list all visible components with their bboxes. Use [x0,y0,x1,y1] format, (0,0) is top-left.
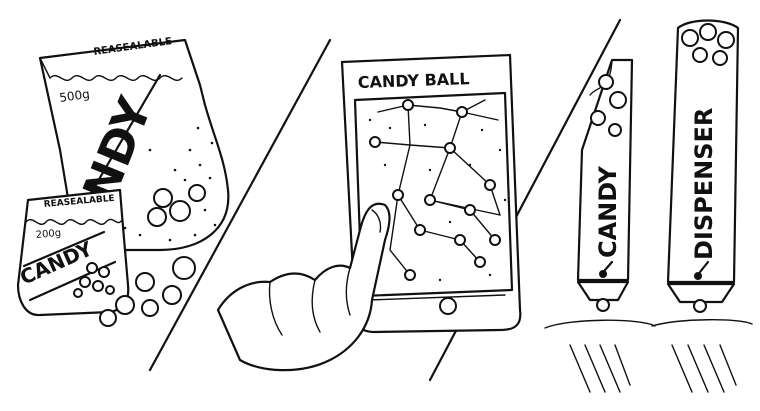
left-tube-output-candy [596,298,610,312]
game-ball [439,297,457,315]
divider-line-1 [148,38,332,372]
left-tube-shadow [544,319,656,329]
game-title: CANDY BALL [357,69,469,92]
pointing-hand [216,202,391,372]
large-bag-brand-underline [82,73,162,207]
game-pins [369,99,501,281]
left-tube-arrow [603,260,614,272]
right-tube-nozzle [666,282,736,304]
dispenser-right: DISPENSER [651,19,753,393]
candy-dispenser-left: CANDY [544,58,656,393]
right-tube-arrow [698,260,710,274]
right-tube-balls [681,23,735,66]
game-launcher-line [367,294,506,301]
left-tube-hatch [569,344,631,393]
spilled-candies [99,256,196,327]
panel-candy-ball-game: CANDY BALL [216,53,522,372]
left-tube-nozzle [576,280,630,302]
right-tube-output-candy [693,299,707,313]
large-bag-weight: 500g [58,87,90,105]
small-bag-weight: 200g [35,228,61,241]
panel-dispensers: CANDY DISPENSER [544,19,753,393]
right-tube-label: DISPENSER [690,108,718,260]
right-tube-hatch [671,344,737,393]
left-tube-balls [590,74,627,137]
right-tube-shadow [651,319,753,327]
small-candy-bag: REASEALABLE 200g CANDY [16,188,130,317]
left-tube-label: CANDY [594,166,622,258]
large-bag-dots [123,126,217,242]
small-bag-brand-overline [22,230,106,268]
large-bag-candies [147,184,206,227]
small-bag-candies [73,262,115,298]
panel-candy-bags: REASEALABLE 500g NDY [16,36,230,327]
